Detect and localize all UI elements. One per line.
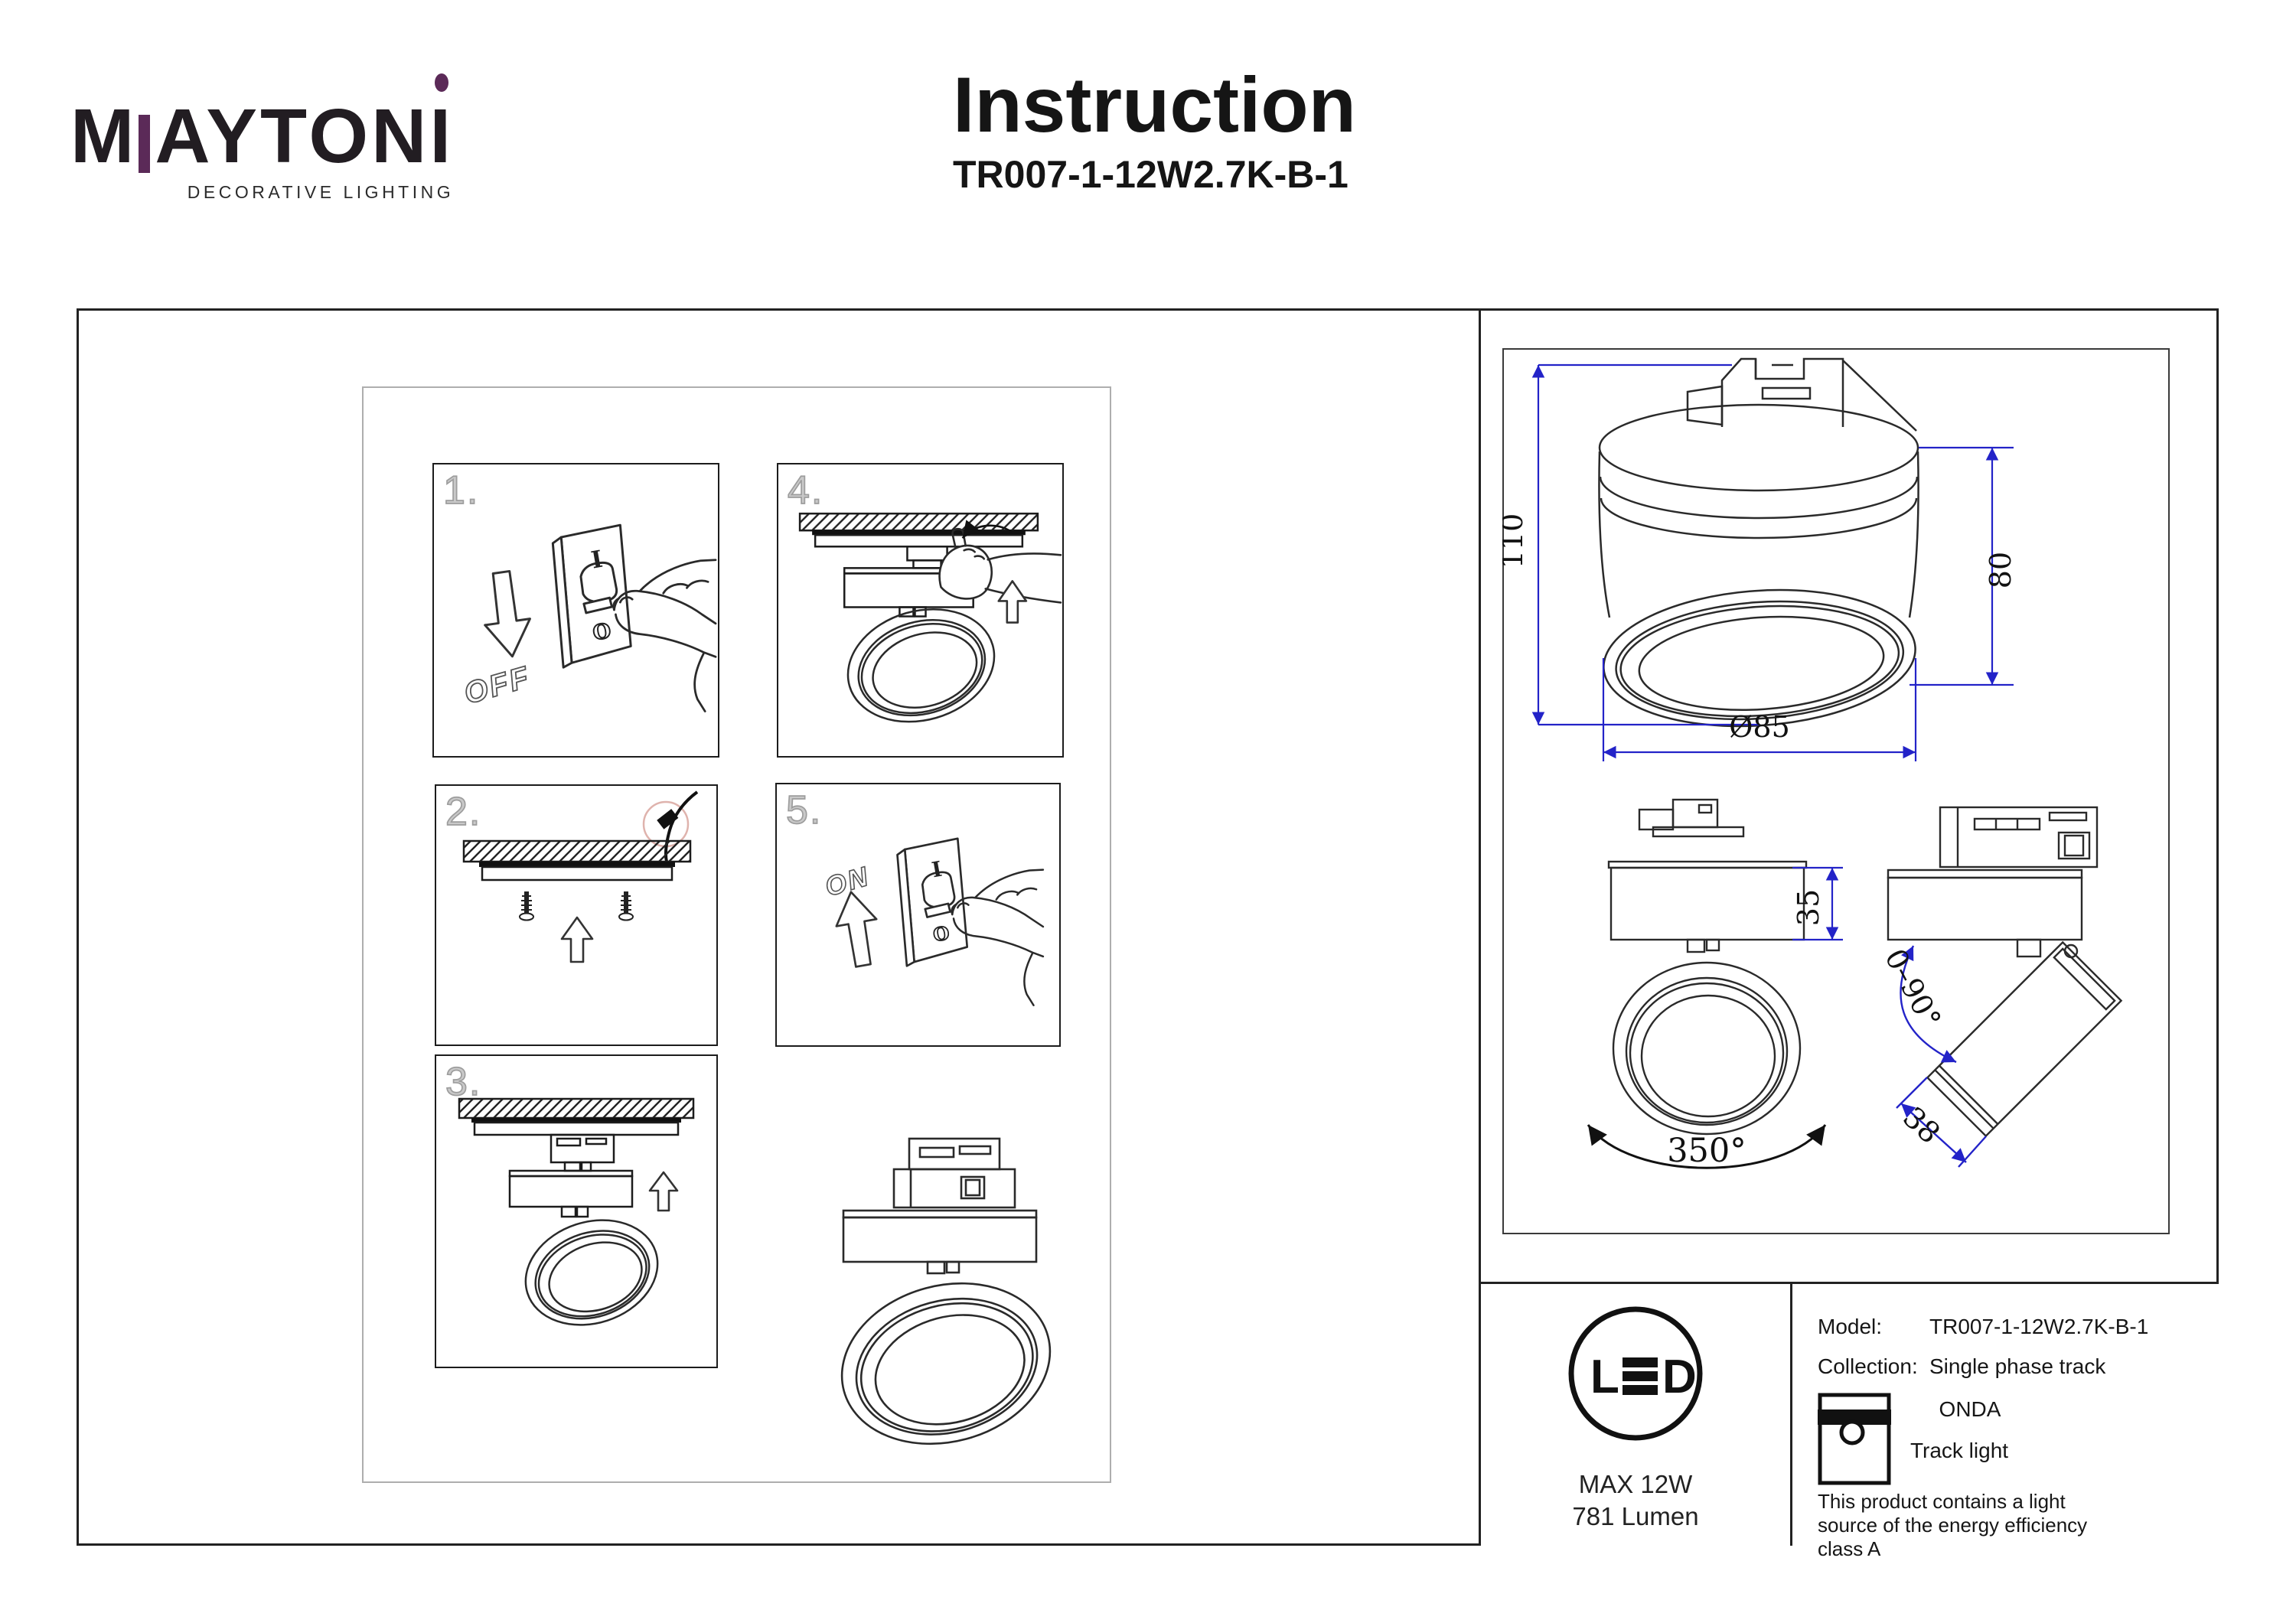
model-label: Model: (1818, 1315, 1883, 1338)
fixture-head (840, 1282, 1052, 1445)
track-light-icon (1818, 1393, 1891, 1485)
housing-height-dimension-label: 35 (1792, 889, 1825, 926)
switch-on-illustration: ON I O (821, 837, 1045, 1006)
led-specs: MAX 12W 781 Lumen (1481, 1468, 1790, 1533)
brand-tagline: DECORATIVE LIGHTING (187, 182, 455, 202)
ceiling-track (462, 839, 692, 882)
dimension-lines (1792, 866, 1843, 941)
product-type: Track light (1910, 1439, 2009, 1462)
fixture-line-art (1607, 798, 1808, 1136)
series-texts: ONDA Track light (1910, 1393, 2027, 1485)
dimension-lines (1896, 945, 1987, 1168)
step-box-5: 5. ON I O (775, 783, 1061, 1047)
model-row: Model: TR007-1-12W2.7K-B-1 (1818, 1315, 2219, 1339)
dimension-lines (1531, 363, 2014, 761)
series-name: ONDA (1939, 1397, 2001, 1421)
logo-accent-bar (139, 115, 151, 173)
hand-illustration (612, 559, 717, 712)
screw-icon (618, 891, 634, 921)
diameter-dimension-label: Ø85 (1729, 710, 1790, 744)
step-box-1: 1. OFF I O (432, 463, 719, 758)
collection-row: Collection: Single phase track (1818, 1354, 2219, 1379)
fixture-head (846, 608, 996, 723)
arrow-up-icon (648, 1171, 679, 1212)
page-title: Instruction (953, 61, 1356, 148)
switch-state-label: OFF (460, 660, 534, 711)
step-number-5: 5. (785, 787, 823, 833)
logo-i-dot (435, 73, 449, 92)
header-titles: Instruction TR007-1-12W2.7K-B-1 (953, 64, 1356, 197)
energy-class-note: This product contains a light source of … (1818, 1490, 2088, 1560)
led-letter-d: D (1662, 1351, 1697, 1403)
track-mounting-illustration (462, 790, 699, 963)
fixture-head (524, 1219, 659, 1326)
step-number-1: 1. (442, 468, 480, 513)
collection-label: Collection: (1818, 1354, 1918, 1378)
arrow-up-icon (560, 916, 594, 963)
series-row: ONDA Track light (1818, 1393, 2219, 1485)
info-table: L D MAX 12W 781 Lumen Model: TR007-1-12W… (1481, 1282, 2219, 1560)
led-badge: L D (1568, 1306, 1703, 1441)
switch-plate (896, 837, 969, 967)
switch-plate (551, 523, 632, 669)
rotate-arrow-icon (961, 520, 1013, 539)
step-box-3: 3. (435, 1054, 718, 1368)
step-number-4: 4. (787, 468, 824, 513)
track-adapter (842, 1137, 1038, 1275)
dimension-drawing-rotation: 35 350° (1587, 798, 1843, 1170)
model-info-cell: Model: TR007-1-12W2.7K-B-1 Collection: S… (1792, 1284, 2219, 1560)
logo-letters-mid: AYTON (155, 93, 430, 179)
step-box-4: 4. (777, 463, 1064, 758)
rotation-angle-label: 350° (1667, 1132, 1746, 1170)
luminous-flux: 781 Lumen (1572, 1502, 1699, 1530)
logo-letter-i: I (429, 73, 454, 174)
led-letter-l: L (1590, 1351, 1619, 1403)
rotation-arc-arrow (1587, 1124, 1827, 1169)
wire-connector (657, 809, 679, 829)
page-model-number: TR007-1-12W2.7K-B-1 (953, 153, 1349, 197)
collection-value: Single phase track (1929, 1354, 2106, 1378)
height-dimension-label: 110 (1502, 513, 1529, 569)
led-badge-cell: L D MAX 12W 781 Lumen (1481, 1284, 1792, 1546)
switch-state-label: ON (822, 861, 873, 903)
ceiling-track (798, 512, 1039, 618)
dimension-drawing-tilt: 0–90° 38 (1878, 806, 2123, 1168)
steps-frame (362, 386, 1111, 1483)
logo-letter-m: M (70, 93, 138, 179)
arrow-up-icon (835, 891, 878, 968)
fixture-lock-illustration (798, 512, 1062, 723)
arrow-down-icon (484, 569, 531, 658)
step-box-2: 2. (435, 784, 718, 1046)
switch-on-mark: I (930, 857, 944, 883)
max-power: MAX 12W (1578, 1470, 1693, 1498)
fixture-attach-illustration (458, 1097, 695, 1326)
dimension-drawing-box (1502, 348, 2170, 1234)
tilt-range-label: 0–90° (1878, 943, 1948, 1034)
led-circle (1568, 1306, 1703, 1441)
switch-off-illustration: OFF I O (460, 523, 717, 712)
body-height-dimension-label: 80 (1984, 552, 2017, 588)
step-number-3: 3. (445, 1059, 482, 1105)
step-number-2: 2. (445, 789, 482, 835)
model-value: TR007-1-12W2.7K-B-1 (1929, 1315, 2149, 1338)
fixture-line-art (1598, 357, 1919, 728)
hand-illustration (938, 527, 1062, 604)
hand-illustration (951, 869, 1045, 1006)
head-depth-dimension-label: 38 (1896, 1100, 1946, 1150)
screw-icon (519, 891, 534, 921)
assembled-fixture-illustration (840, 1137, 1052, 1445)
arrow-up-icon (997, 580, 1028, 624)
ceiling-track (458, 1097, 695, 1218)
led-e-bars (1623, 1357, 1658, 1395)
dimension-drawing-front: 110 80 Ø85 (1502, 357, 2017, 761)
switch-on-mark: I (589, 546, 605, 575)
